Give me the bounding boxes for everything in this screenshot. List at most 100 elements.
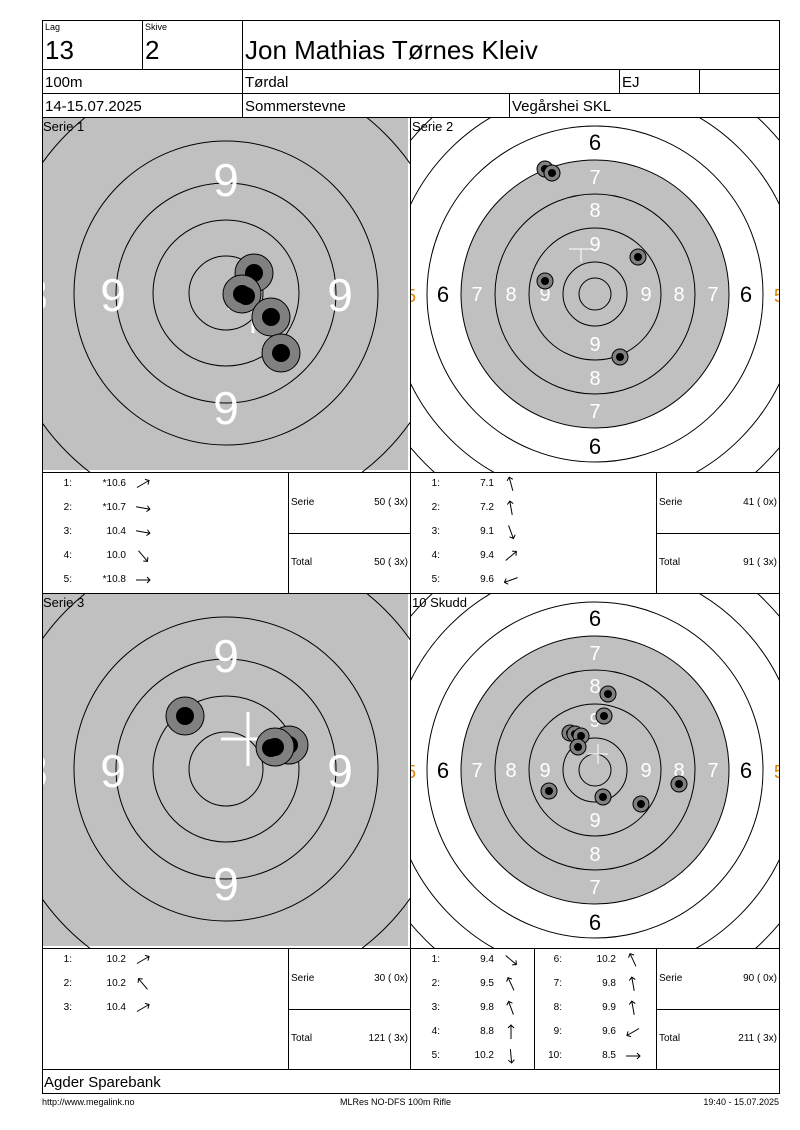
direction-arrow-icon (503, 577, 518, 585)
direction-arrow-icon (506, 977, 515, 991)
total-label: Total (659, 1033, 681, 1044)
shot-hole (599, 685, 617, 703)
direction-arrow-icon (506, 1000, 514, 1015)
ring-number: 6 (740, 758, 752, 783)
ring-number: 5 (411, 762, 416, 782)
shot-value: 10.2 (106, 978, 126, 989)
shot-number: 10: (548, 1050, 562, 1061)
direction-arrow-icon (628, 976, 636, 991)
ring-number: 8 (589, 368, 600, 390)
shot-hole (540, 782, 558, 800)
ring-number: 8 (589, 200, 600, 222)
ring-number: 9 (100, 269, 126, 321)
shot-hole (632, 795, 650, 813)
footer-url[interactable]: http://www.megalink.no (42, 1097, 135, 1107)
event: Sommerstevne (245, 98, 346, 115)
shot-row: 7:9.8 (542, 976, 652, 994)
shot-row: 1:7.1 (420, 476, 530, 494)
ring-number: 8 (589, 676, 600, 698)
shot-number: 8: (553, 1002, 562, 1013)
ring-number: 9 (213, 382, 239, 434)
total-label: Total (291, 557, 313, 568)
shot-value: 10.4 (106, 1002, 126, 1013)
shot-hole (543, 164, 561, 182)
shot-row: 2: 9.5 (420, 977, 530, 994)
shot-number: 2: (431, 978, 440, 989)
shot-number: 2: (63, 978, 72, 989)
shot-hole (261, 333, 301, 373)
serie-label: Serie (291, 973, 315, 984)
shot-hole (611, 348, 629, 366)
shot-row: 1:*10.6 (52, 478, 162, 494)
shot-row: 3: 10.4 (52, 1002, 162, 1018)
serie-label: Serie (659, 973, 683, 984)
direction-arrow-icon (626, 1052, 641, 1060)
lag-value: 13 (45, 35, 74, 65)
ring-number: 9 (327, 745, 353, 797)
serie-value: 30 ( 0x) (374, 973, 408, 984)
shot-value: 7.2 (480, 502, 494, 513)
direction-arrow-icon (136, 529, 151, 537)
shot-hole (251, 297, 291, 337)
ring-number: 6 (740, 282, 752, 307)
shot-number: 1: (431, 954, 440, 965)
ring-number: 9 (213, 858, 239, 910)
ring-number: 5 (774, 286, 779, 306)
total-value: 121 ( 3x) (368, 1033, 408, 1044)
direction-arrow-icon (138, 550, 149, 562)
total-value: 50 ( 3x) (374, 557, 408, 568)
shot-row: 3:9.8 (420, 1000, 530, 1018)
ring-number: 6 (437, 758, 449, 783)
shot-value: 9.9 (602, 1002, 616, 1013)
footer-program: MLRes NO-DFS 100m Rifle (340, 1097, 452, 1107)
shot-hole (165, 696, 205, 736)
shot-number: 3: (63, 1002, 72, 1013)
shot-hole (629, 248, 647, 266)
direction-arrow-icon (505, 955, 517, 966)
ring-number: 8 (673, 760, 684, 782)
ring-number: 6 (589, 606, 601, 631)
serie-value: 90 ( 0x) (743, 973, 777, 984)
ring-number: 9 (100, 745, 126, 797)
series-title: Serie 1 (43, 119, 85, 134)
shot-value: 9.5 (480, 978, 494, 989)
serie-value: 50 ( 3x) (374, 497, 408, 508)
direction-arrow-icon (628, 953, 637, 967)
ring-number: 6 (589, 910, 601, 935)
direction-arrow-icon (508, 1048, 515, 1064)
ring-number: 9 (539, 760, 550, 782)
ring-number: 9 (589, 710, 600, 732)
shot-number: 5: (431, 574, 440, 585)
ring-number: 7 (471, 760, 482, 782)
total-label: Total (659, 557, 681, 568)
shot-hole (569, 738, 587, 756)
ring-number: 7 (589, 643, 600, 665)
ring-number: 8 (589, 844, 600, 866)
shot-row: 4:8.8 (420, 1024, 530, 1042)
direction-arrow-icon (506, 500, 514, 515)
shot-value: 9.1 (480, 526, 494, 537)
shot-value: 9.6 (480, 574, 494, 585)
class: EJ (622, 74, 640, 91)
shot-row: 1:10.2 (52, 954, 162, 970)
shot-row: 1:9.4 (420, 954, 530, 970)
distance: 100m (45, 74, 83, 91)
shot-row: 5:*10.8 (52, 574, 162, 590)
series-title: 10 Skudd (412, 595, 467, 610)
shot-row: 2:7.2 (420, 500, 530, 518)
ring-number: 9 (589, 234, 600, 256)
shot-number: 5: (431, 1050, 440, 1061)
skive-label: Skive (145, 22, 168, 32)
shot-row: 9:9.6 (542, 1026, 652, 1042)
shot-row: 4:9.4 (420, 550, 530, 566)
ring-number: 9 (327, 269, 353, 321)
shot-number: 1: (431, 478, 440, 489)
ring-number: 5 (774, 762, 779, 782)
serie-label: Serie (291, 497, 315, 508)
shot-value: 10.2 (106, 954, 126, 965)
ring-number: 7 (707, 284, 718, 306)
shot-value: 9.6 (602, 1026, 616, 1037)
ring-number: 9 (213, 630, 239, 682)
shot-value: 9.8 (602, 978, 616, 989)
shot-number: 6: (553, 954, 562, 965)
